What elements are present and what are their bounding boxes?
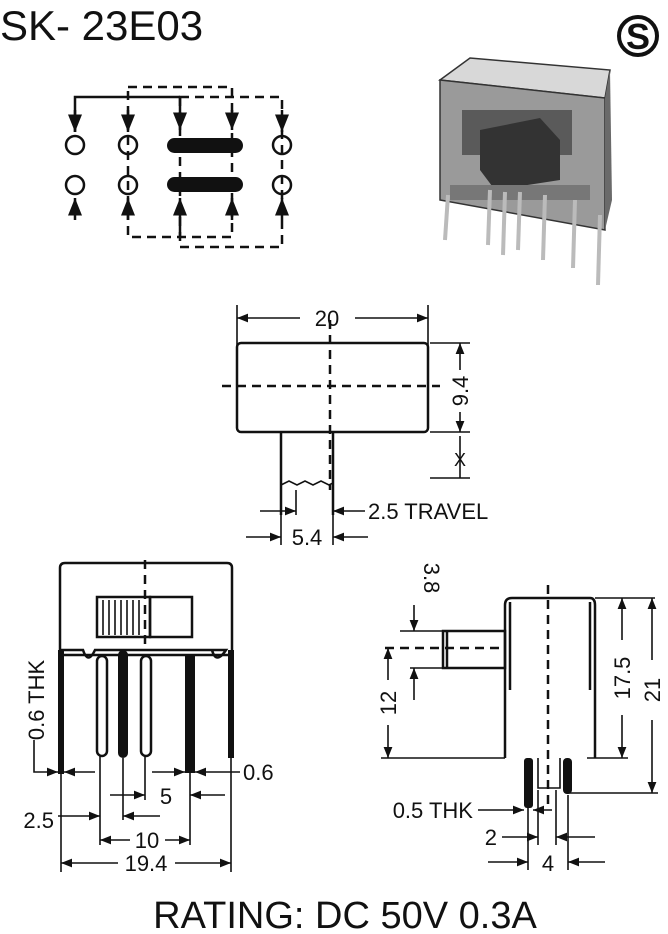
dim-pin-thk-0-5: 0.5 THK (393, 798, 474, 823)
dim-pin-offset-2: 2 (485, 825, 497, 850)
brand-logo: S (617, 15, 659, 57)
dim-overall-21: 21 (640, 678, 665, 702)
dim-actuator-3-8: 3.8 (419, 563, 444, 594)
front-view-drawing: 0.6 THK 0.6 5 2.5 10 19.4 (23, 560, 274, 876)
part-number-title: SK- 23E03 (0, 2, 203, 49)
rating-label: RATING: DC 50V 0.3A (153, 895, 537, 934)
dim-offset-2-5: 2.5 (23, 808, 54, 833)
dim-pitch-10: 10 (135, 828, 159, 853)
circuit-schematic (64, 85, 293, 249)
side-view-drawing: 3.8 12 17.5 21 0.5 THK 2 4 (376, 563, 665, 876)
dim-pin-spacing-4: 4 (542, 851, 554, 876)
dim-width-20: 20 (315, 306, 339, 331)
dim-overall-19-4: 19.4 (125, 851, 168, 876)
top-view-drawing: 20 9.4 X 2.5 TRAVEL 5.4 (222, 305, 488, 550)
dim-pin-0-6: 0.6 (243, 760, 274, 785)
dim-body-17-5: 17.5 (610, 657, 635, 700)
dim-pitch-5: 5 (160, 784, 172, 809)
dim-x: X (454, 450, 466, 470)
dim-height-9-4: 9.4 (448, 376, 473, 407)
dim-thickness-0-6: 0.6 THK (24, 660, 49, 741)
switch-3d-view (438, 57, 612, 286)
dim-travel: 2.5 TRAVEL (368, 499, 488, 524)
logo-letter: S (626, 16, 650, 57)
dim-actuator-12: 12 (376, 691, 401, 715)
dim-slider-5-4: 5.4 (292, 525, 323, 550)
